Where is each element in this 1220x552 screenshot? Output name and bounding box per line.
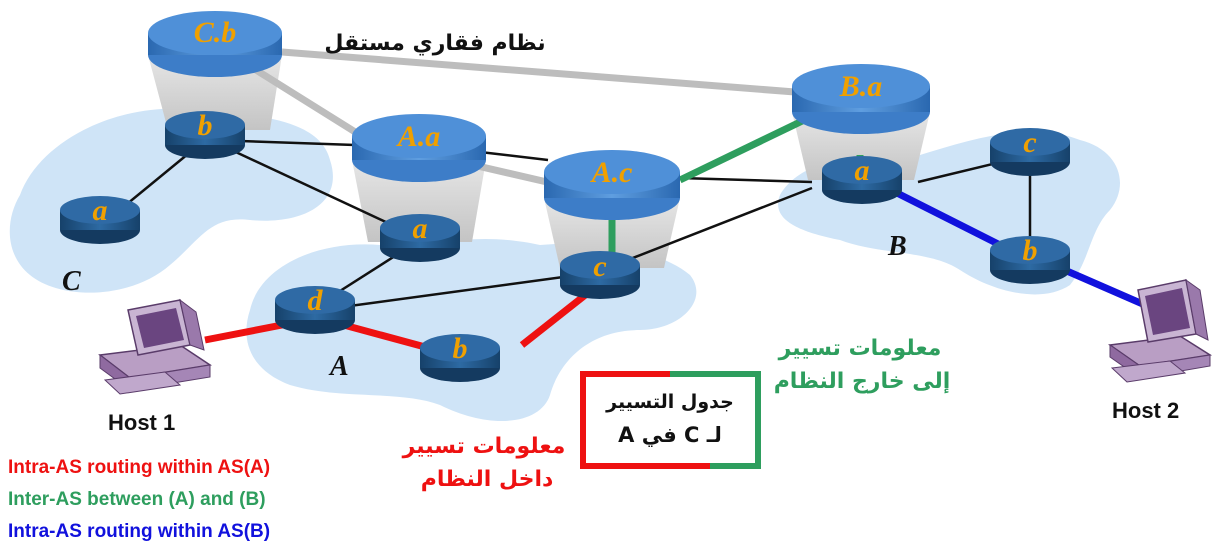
router-c-b-label: b bbox=[198, 109, 213, 142]
router-ba-label: B.a bbox=[839, 70, 883, 103]
router-a-d-label: d bbox=[308, 284, 324, 317]
outside-routing-caption-line1: معلومات تسيير bbox=[778, 336, 942, 361]
router-b-b-label: b bbox=[1023, 234, 1038, 267]
host1-label: Host 1 bbox=[108, 410, 175, 435]
host1-computer-icon bbox=[98, 298, 213, 395]
router-a-b-label: b bbox=[453, 332, 468, 365]
router-a-a: a bbox=[380, 212, 460, 262]
router-b-b: b bbox=[990, 234, 1070, 284]
router-cb-label: C.b bbox=[194, 16, 237, 49]
host2-computer-icon bbox=[1107, 278, 1213, 383]
router-b-a: a bbox=[822, 154, 902, 204]
inside-routing-caption-line1: معلومات تسيير bbox=[402, 434, 566, 459]
router-b-c-label: c bbox=[1023, 126, 1036, 159]
backbone-caption: نظام فقاري مستقل bbox=[324, 31, 545, 56]
inside-routing-caption-line2: داخل النظام bbox=[421, 467, 554, 492]
routing-table-subtitle: لـ C في A bbox=[618, 423, 722, 447]
routing-table-title: جدول التسيير bbox=[605, 391, 734, 413]
router-a-c-label: c bbox=[593, 250, 606, 283]
router-cb: C.b bbox=[148, 11, 282, 77]
router-a-d: d bbox=[275, 284, 355, 334]
router-c-b: b bbox=[165, 109, 245, 159]
outside-routing-caption-line2: إلى خارج النظام bbox=[774, 369, 951, 394]
routing-table-box: جدول التسيير لـ C في A bbox=[580, 371, 761, 469]
router-a-c: c bbox=[560, 250, 640, 299]
legend-inter-as: Inter-AS between (A) and (B) bbox=[8, 489, 266, 510]
as-label-a: A bbox=[328, 351, 349, 382]
router-aa: A.a bbox=[352, 114, 486, 182]
router-ba: B.a bbox=[792, 64, 930, 134]
router-a-a-label: a bbox=[413, 212, 428, 245]
router-c-a: a bbox=[60, 194, 140, 244]
legend-intra-as-a: Intra-AS routing within AS(A) bbox=[8, 457, 270, 478]
router-ac-label: A.c bbox=[590, 156, 633, 189]
as-label-b: B bbox=[887, 231, 907, 262]
router-ac: A.c bbox=[544, 150, 680, 220]
as-label-c: C bbox=[62, 266, 81, 297]
router-b-c: c bbox=[990, 126, 1070, 176]
router-aa-label: A.a bbox=[396, 120, 441, 153]
router-b-a-label: a bbox=[855, 154, 870, 187]
legend-intra-as-b: Intra-AS routing within AS(B) bbox=[8, 521, 270, 542]
router-a-b: b bbox=[420, 332, 500, 382]
host2-label: Host 2 bbox=[1112, 398, 1179, 423]
as-region-c bbox=[9, 108, 333, 293]
router-c-a-label: a bbox=[93, 194, 108, 227]
